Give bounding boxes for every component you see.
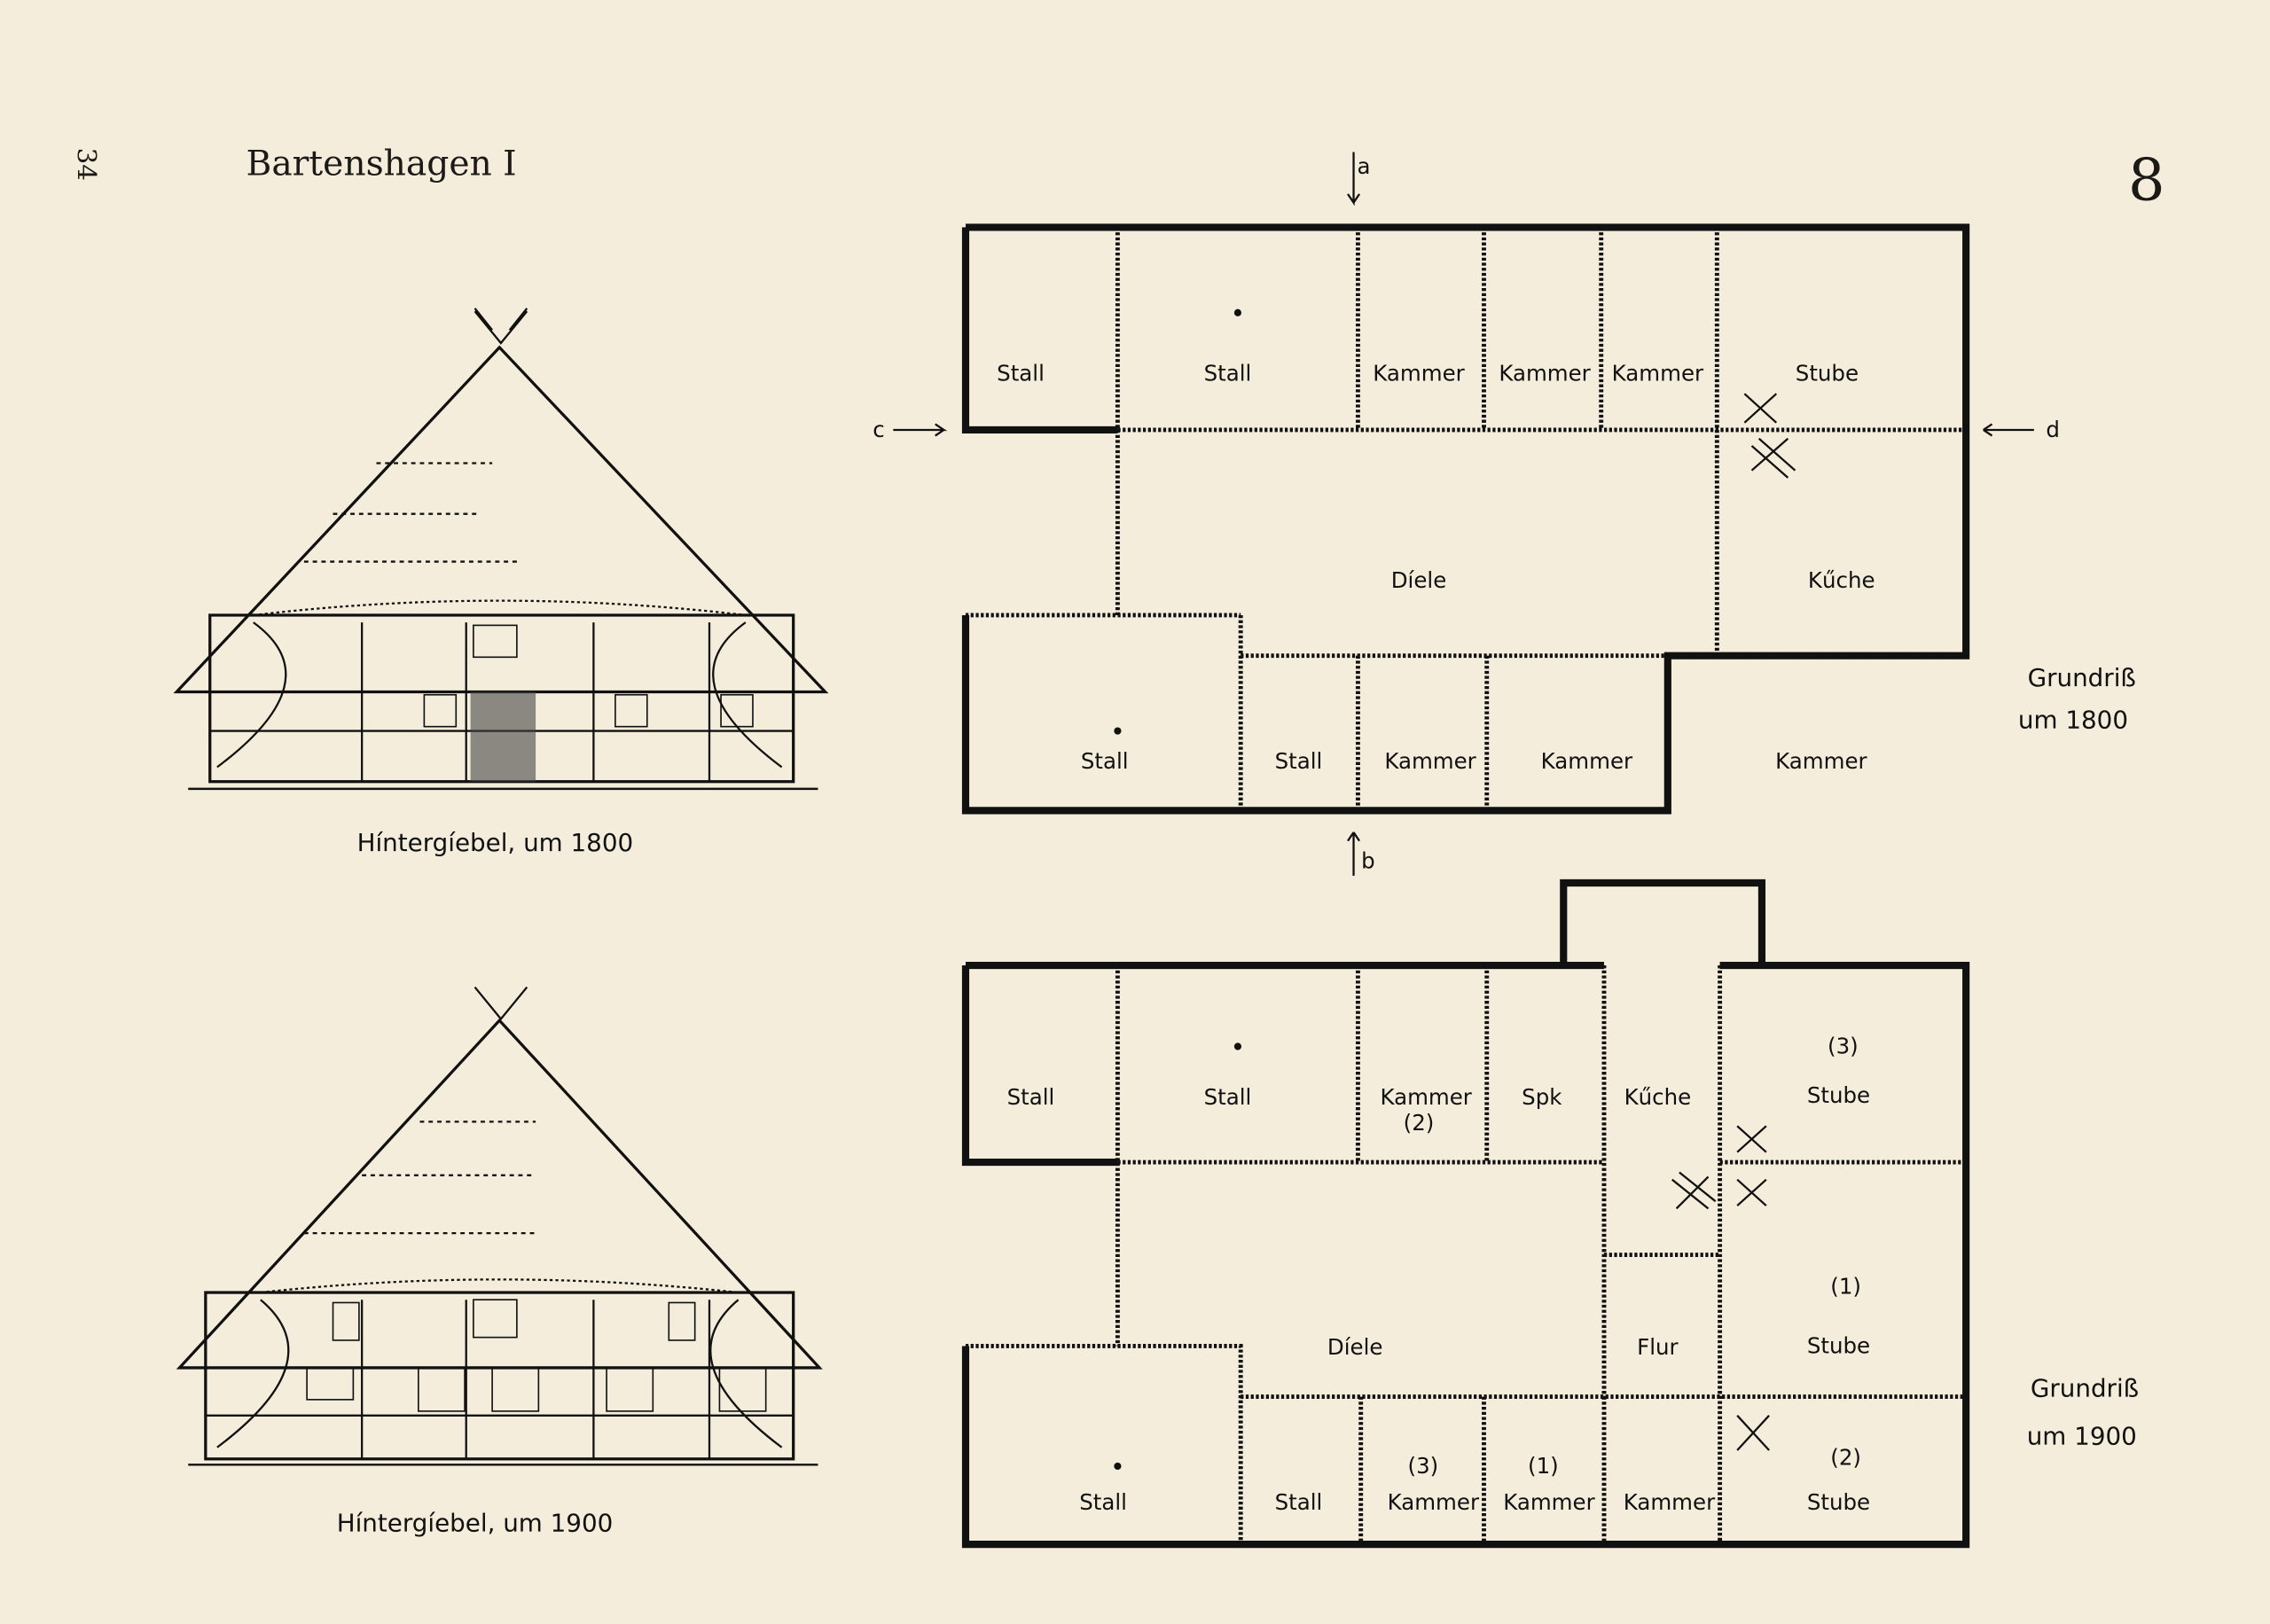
elevation-1900 <box>176 986 823 1466</box>
room-label: Kammer <box>1373 360 1465 386</box>
page-title: Bartenshagen I <box>247 144 517 184</box>
plan-1900-room-labels: Stall Stall Kammer (2) Spk Kűche (3) Stu… <box>1007 1034 1870 1515</box>
room-label: (3) <box>1828 1034 1859 1059</box>
room-label: Stall <box>1007 1084 1055 1110</box>
room-label: Stall <box>1275 748 1323 774</box>
plan-1900-caption: Grundriß <box>2031 1374 2139 1403</box>
section-mark-b: b <box>1361 848 1375 874</box>
room-label: (1) <box>1528 1453 1559 1479</box>
room-label: Kammer <box>1388 1489 1480 1515</box>
section-mark-c: c <box>873 417 884 442</box>
section-mark-a: a <box>1357 153 1370 179</box>
plate-number: 8 <box>2128 146 2165 214</box>
plan-1900-caption-year: um 1900 <box>2027 1421 2137 1450</box>
room-label: Stall <box>1079 1489 1127 1515</box>
room-label: Kammer <box>1541 748 1633 774</box>
room-label: Kammer <box>1380 1084 1472 1110</box>
elevation-1800-caption: Híntergíebel, um 1800 <box>357 828 634 857</box>
room-label: Stall <box>1081 748 1129 774</box>
room-label: Spk <box>1522 1084 1562 1110</box>
room-label: Díele <box>1327 1334 1383 1360</box>
room-label: Díele <box>1391 567 1447 593</box>
room-label: Kammer <box>1503 1489 1595 1515</box>
room-label: (3) <box>1408 1453 1439 1479</box>
room-label: Kammer <box>1775 748 1867 774</box>
plan-1800-room-labels: Stall Stall Kammer Kammer Kammer Stube D… <box>997 360 1875 774</box>
room-label: Kűche <box>1808 567 1875 593</box>
room-label: Stube <box>1807 1082 1870 1108</box>
room-label: Stall <box>1204 1084 1252 1110</box>
plan-1800-caption: Grundriß <box>2028 663 2136 692</box>
room-label: Stall <box>1204 360 1252 386</box>
room-label: Stube <box>1796 360 1859 386</box>
room-label: Flur <box>1637 1334 1679 1360</box>
room-label: (1) <box>1830 1274 1861 1300</box>
room-label: Stube <box>1807 1333 1870 1359</box>
floor-plan-1800 <box>893 152 2034 876</box>
room-label: Kammer <box>1499 360 1591 386</box>
plan-1800-caption-year: um 1800 <box>2018 705 2128 734</box>
room-label: (2) <box>1830 1444 1861 1470</box>
room-label: Stube <box>1807 1489 1870 1515</box>
elevation-1800 <box>173 308 829 791</box>
room-label: (2) <box>1404 1110 1435 1136</box>
room-label: Stall <box>997 360 1045 386</box>
room-label: Kammer <box>1384 748 1476 774</box>
room-label: Stall <box>1275 1489 1323 1515</box>
page-number: 34 <box>72 148 102 181</box>
room-label: Kammer <box>1612 360 1704 386</box>
room-label: Kammer <box>1624 1489 1716 1515</box>
section-mark-d: d <box>2046 417 2060 442</box>
room-label: Kűche <box>1624 1084 1692 1110</box>
elevation-1900-caption: Híntergíebel, um 1900 <box>337 1508 614 1537</box>
floor-plan-1900 <box>961 878 1970 1549</box>
